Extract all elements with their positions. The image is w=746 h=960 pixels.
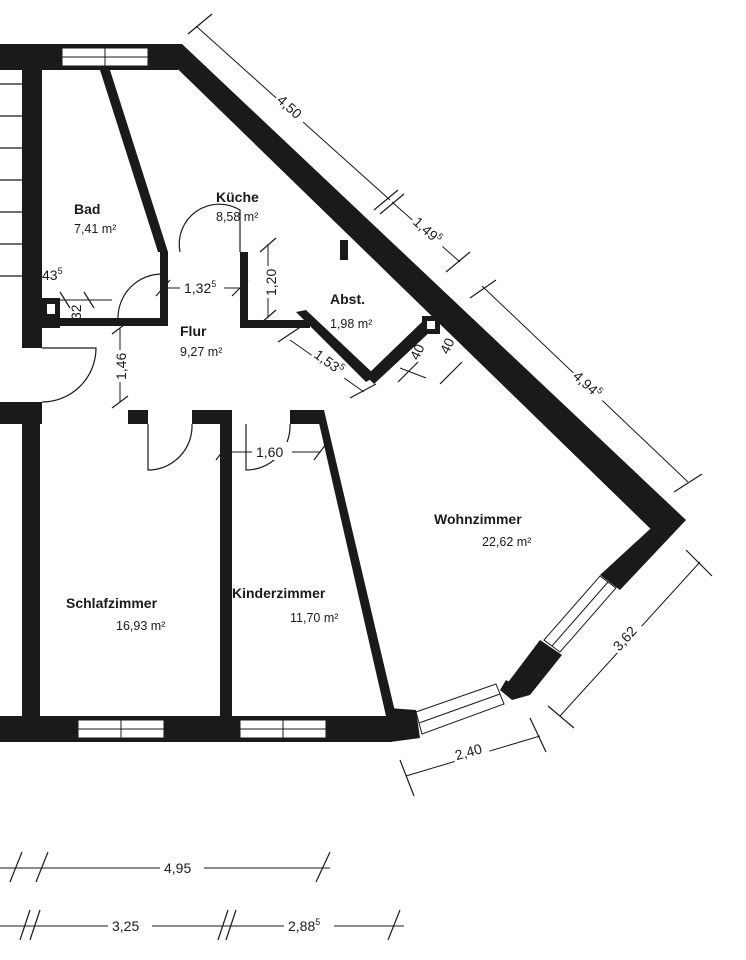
room-area-wohnzimmer: 22,62 m²	[482, 535, 531, 549]
dim-bottom-b: 2,88	[288, 918, 315, 934]
door-flur-left	[41, 347, 97, 403]
svg-text:1,325: 1,325	[184, 279, 216, 296]
wall-abst-right	[366, 320, 432, 384]
wall-diagonal-ne	[152, 44, 686, 540]
dim-bottom-total: 4,95	[164, 860, 191, 876]
window-top	[61, 47, 149, 67]
dim-bottom-a: 3,25	[112, 918, 139, 934]
wall-abst-stub	[340, 240, 348, 260]
wall-bay-right	[600, 518, 686, 590]
wall-corridor-mid	[128, 410, 148, 424]
room-name-schlafzimmer: Schlafzimmer	[66, 595, 158, 611]
dim-flur-height: 1,46	[113, 353, 129, 380]
dim-diag-mid-sup: 5	[435, 231, 445, 242]
room-name-bad: Bad	[74, 201, 100, 217]
room-name-abst: Abst.	[330, 291, 365, 307]
wall-kinder-wohn	[316, 410, 396, 716]
room-area-schlafzimmer: 16,93 m²	[116, 619, 165, 633]
window-bay-right	[543, 575, 617, 653]
room-name-kueche: Küche	[216, 189, 259, 205]
dim-abst-40-b: 40	[436, 335, 457, 356]
dim-kinder-door: 1,60	[256, 444, 283, 460]
room-labels: Bad 7,41 m² Küche 8,58 m² Abst. 1,98 m² …	[66, 189, 531, 633]
dim-kueche-wall: 1,20	[263, 269, 279, 296]
windows	[61, 47, 617, 739]
wall-bottom	[0, 716, 392, 742]
door-kueche	[178, 203, 241, 253]
wall-bad-kueche	[100, 70, 168, 252]
door-schlaf	[147, 423, 193, 471]
dim-abst-wall-sup: 5	[337, 361, 347, 372]
door-bad	[117, 273, 163, 319]
wall-bad-right	[160, 252, 168, 326]
dim-abst-40-a: 40	[406, 341, 427, 362]
wall-bay-corner	[500, 680, 530, 700]
dim-left-43-sup: 5	[58, 266, 63, 276]
wall-bay-pier	[506, 640, 562, 695]
window-bottom-mid	[239, 719, 327, 739]
dim-flur-small-sup: 5	[211, 279, 216, 289]
wall-schlaf-kinder	[220, 410, 232, 716]
room-area-kueche: 8,58 m²	[216, 210, 258, 224]
room-name-wohnzimmer: Wohnzimmer	[434, 511, 522, 527]
room-name-kinderzimmer: Kinderzimmer	[232, 585, 326, 601]
walls	[0, 44, 686, 742]
doors	[41, 203, 291, 471]
window-bottom-left	[77, 719, 165, 739]
wall-flur-abst	[240, 320, 310, 328]
dim-diag-lower-sup: 5	[595, 385, 605, 396]
svg-text:2,885: 2,885	[288, 917, 320, 934]
wall-abst-slant	[296, 310, 376, 382]
dim-flur-small: 1,32	[184, 280, 211, 296]
wall-schlaf-left	[22, 402, 40, 742]
stairs	[0, 83, 22, 277]
room-area-abst: 1,98 m²	[330, 317, 372, 331]
window-bay-bottom	[415, 683, 505, 735]
wall-kueche-lower	[240, 252, 248, 328]
wall-corridor-right	[290, 410, 322, 424]
room-area-flur: 9,27 m²	[180, 345, 222, 359]
room-area-bad: 7,41 m²	[74, 222, 116, 236]
dim-left-43: 43	[42, 267, 58, 283]
room-name-flur: Flur	[180, 323, 207, 339]
svg-text:435: 435	[42, 266, 63, 283]
wall-bad-lower	[42, 318, 168, 326]
wall-bay-bottom-left	[388, 708, 420, 742]
dim-bottom-b-sup: 5	[315, 917, 320, 927]
dim-left-32: 32	[68, 304, 84, 320]
room-area-kinderzimmer: 11,70 m²	[290, 611, 338, 625]
shaft-left-inner	[47, 304, 55, 314]
wall-left-upper	[22, 44, 42, 348]
dim-bay-bottom: 2,40	[453, 740, 484, 763]
shaft-inner	[427, 321, 435, 329]
